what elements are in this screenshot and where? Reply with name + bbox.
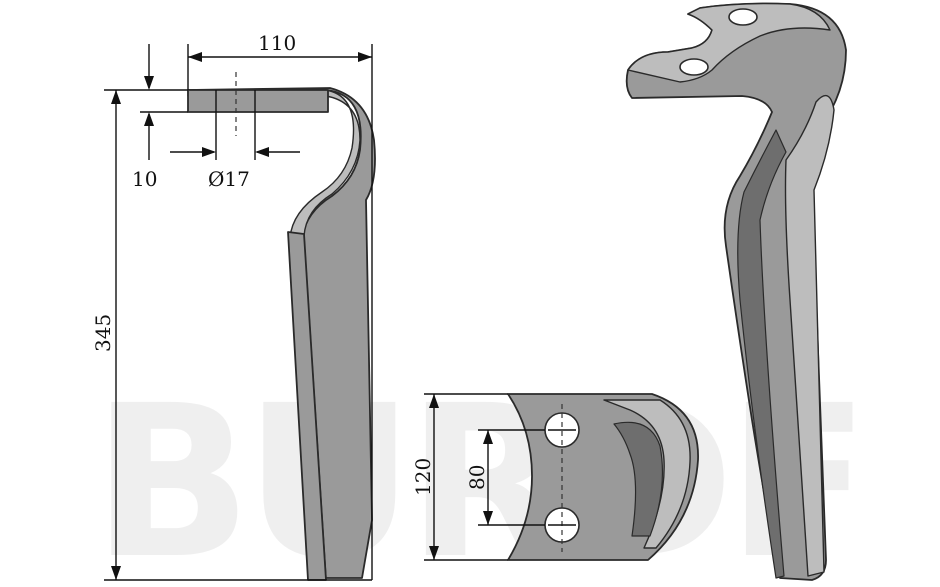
perspective-view	[625, 2, 847, 581]
dim-80-arrow-bottom	[483, 511, 493, 525]
side-view-flange	[187, 89, 329, 113]
dim-345-arrow-bottom	[111, 566, 121, 580]
watermark-logo: BURDF	[92, 360, 862, 587]
dim-17-arrow-right	[255, 147, 269, 157]
dim-110-arrow-left	[188, 52, 202, 62]
dim-10-arrow-bottom	[144, 112, 154, 126]
flange-recess	[613, 421, 664, 537]
dim-110-arrow-right	[358, 52, 372, 62]
perspective-hole-top	[728, 8, 758, 26]
perspective-hole-bottom	[679, 58, 709, 76]
dim-thickness-label: 10	[132, 167, 157, 191]
perspective-blade-face	[784, 94, 835, 577]
dim-120-arrow-top	[429, 394, 439, 408]
perspective-flange-top	[627, 2, 831, 83]
dim-120-arrow-bottom	[429, 546, 439, 560]
flange-detail: 120 80	[411, 393, 699, 561]
perspective-blade-edge	[737, 129, 787, 579]
dim-inner-spacing-label: 80	[465, 465, 489, 490]
dim-length-label: 345	[91, 314, 115, 352]
dim-outer-spacing-label: 120	[411, 458, 435, 496]
side-view: 110 10 Ø17 345	[91, 31, 376, 581]
dim-345-arrow-top	[111, 90, 121, 104]
dim-17-arrow-left	[202, 147, 216, 157]
flange-bevel	[603, 399, 691, 549]
dim-10-arrow-top	[144, 76, 154, 90]
dim-width-label: 110	[258, 31, 296, 55]
dim-hole-diameter-label: Ø17	[208, 167, 250, 191]
dim-80-arrow-top	[483, 430, 493, 444]
